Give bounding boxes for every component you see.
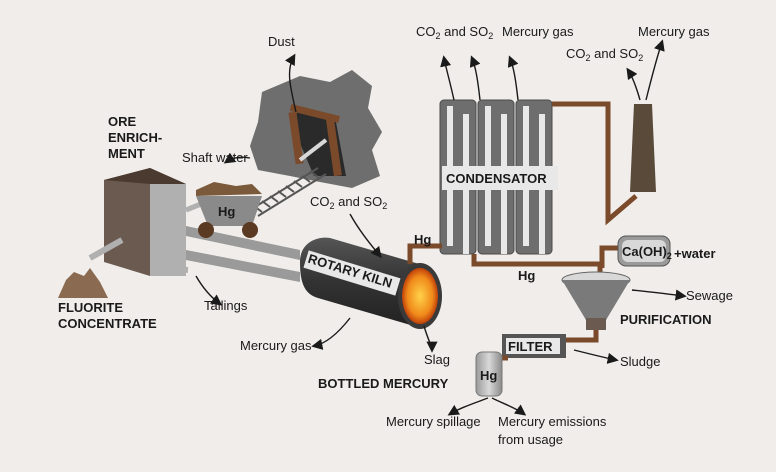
sludge-label: Sludge [620, 354, 660, 369]
mercury-bottle [475, 351, 503, 397]
mercury-emissions-label-2: from usage [498, 432, 563, 447]
filter-unit [502, 334, 566, 358]
filter-label: FILTER [508, 339, 553, 354]
fluorite-pile-icon [58, 268, 108, 298]
slag-label: Slag [424, 352, 450, 367]
rotary-kiln [300, 237, 442, 329]
arrows [195, 39, 687, 416]
mercury-gas-stack-label: Mercury gas [638, 24, 710, 39]
mercury-emissions-label-1: Mercury emissions [498, 414, 607, 429]
condensator-hg-label: Hg [518, 268, 535, 283]
ore-enrichment-label-2: ENRICH- [108, 130, 162, 145]
fluorite-label-1: FLUORITE [58, 300, 123, 315]
co2-so2-kiln-label: CO2 and SO2 [310, 194, 387, 211]
fluorite-label-2: CONCENTRATE [58, 316, 157, 331]
bottled-mercury-label: BOTTLED MERCURY [318, 376, 449, 391]
ore-enrichment-label-1: ORE [108, 114, 137, 129]
purification-vessel [561, 271, 631, 330]
mine-cart-icon [196, 182, 262, 238]
condensator-unit [439, 99, 558, 255]
shaft-water-label: Shaft water [182, 150, 248, 165]
condensator-label: CONDENSATOR [446, 171, 547, 186]
mercury-gas-kiln-label: Mercury gas [240, 338, 312, 353]
purification-label: PURIFICATION [620, 312, 711, 327]
mercury-spillage-label: Mercury spillage [386, 414, 481, 429]
bottle-hg-label: Hg [480, 368, 497, 383]
sewage-label: Sewage [686, 288, 733, 303]
ore-enrichment-unit [104, 168, 186, 276]
cart-hg-label: Hg [218, 204, 235, 219]
pipes [407, 101, 638, 276]
co2-so2-top-label: CO2 and SO2 [416, 24, 493, 41]
caoh2-label: Ca(OH)2 [622, 244, 672, 261]
dust-label: Dust [268, 34, 295, 49]
rail-track-icon [249, 167, 327, 217]
water-label: +water [674, 246, 716, 261]
ore-enrichment-label-3: MENT [108, 146, 145, 161]
tailings-label: Tailings [204, 298, 248, 313]
kiln-hg-label: Hg [414, 232, 431, 247]
chimney-stack [630, 104, 656, 192]
mercury-gas-top-label: Mercury gas [502, 24, 574, 39]
co2-so2-stack-label: CO2 and SO2 [566, 46, 643, 63]
